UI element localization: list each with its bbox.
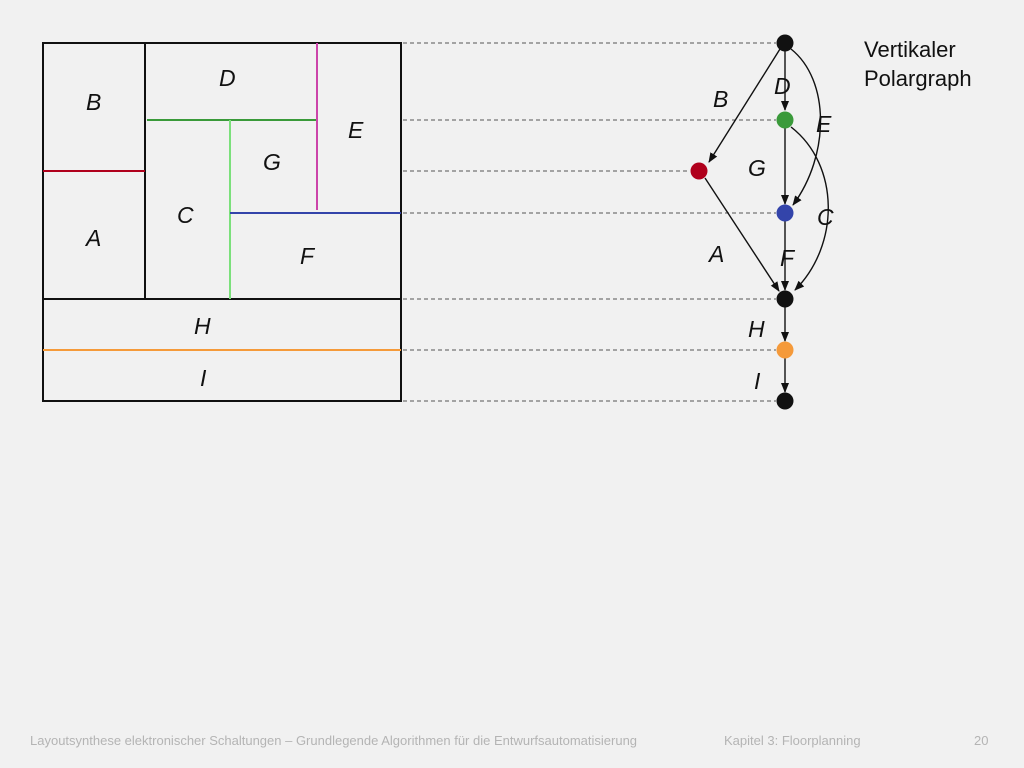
graph-title-line-1: Vertikaler (864, 37, 956, 62)
edge-label-A: A (707, 241, 724, 267)
edge-label-B: B (713, 86, 728, 112)
node-orange (776, 341, 794, 359)
edge-label-E: E (816, 111, 832, 137)
edge-B (708, 48, 781, 163)
graph-title-line-2: Polargraph (864, 66, 972, 91)
footer-course: Layoutsynthese elektronischer Schaltunge… (30, 733, 638, 748)
node-source (776, 34, 794, 52)
block-label-H: H (194, 313, 211, 339)
node-green (776, 111, 794, 129)
block-label-G: G (263, 149, 281, 175)
edge-label-C: C (817, 204, 834, 230)
node-red (690, 162, 708, 180)
block-label-E: E (348, 117, 364, 143)
footer-chapter: Kapitel 3: Floorplanning (724, 733, 861, 748)
graph-nodes (690, 34, 794, 410)
graph-edges (704, 48, 829, 393)
edge-C (790, 126, 829, 291)
graph-edge-labels: B D E G C A F H I (707, 73, 834, 394)
block-label-D: D (219, 65, 236, 91)
floorplan: B A D E G C F H I (42, 42, 402, 402)
node-sink (776, 392, 794, 410)
block-label-A: A (84, 225, 101, 251)
edge-A (704, 177, 780, 292)
edge-label-I: I (754, 368, 761, 394)
edge-label-D: D (774, 73, 791, 99)
edge-label-F: F (780, 245, 796, 271)
projection-lines (403, 42, 776, 402)
block-label-B: B (86, 89, 101, 115)
node-blue (776, 204, 794, 222)
footer-page-number: 20 (974, 733, 989, 748)
edge-E (790, 48, 822, 206)
block-label-F: F (300, 243, 316, 269)
block-label-C: C (177, 202, 194, 228)
edge-label-G: G (748, 155, 766, 181)
node-black-mid (776, 290, 794, 308)
edge-label-H: H (748, 316, 765, 342)
block-label-I: I (200, 365, 207, 391)
floorplan-outline (42, 42, 402, 402)
